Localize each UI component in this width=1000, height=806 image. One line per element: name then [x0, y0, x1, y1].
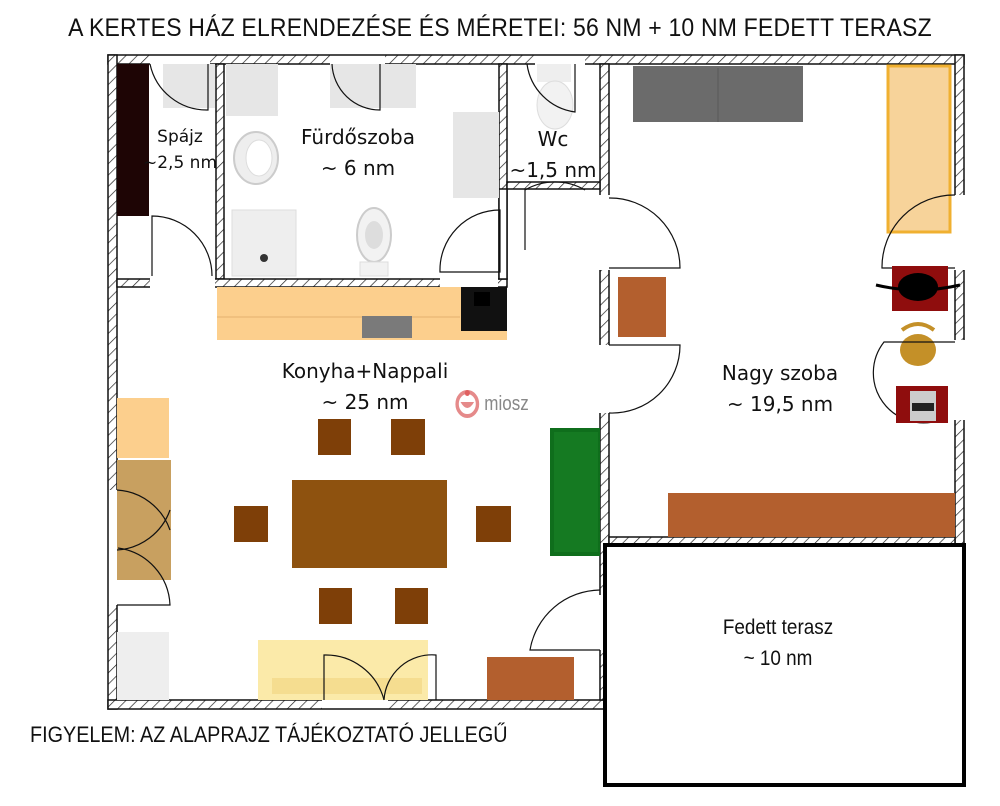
room-area: ~1,5 nm	[509, 158, 597, 182]
chair	[476, 506, 511, 542]
room-label-fedett-terasz: Fedett terasz ~ 10 nm	[688, 612, 868, 674]
dining-table	[292, 480, 447, 568]
room-label-konyha-nappali: Konyha+Nappali ~ 25 nm	[250, 356, 480, 418]
chair	[319, 588, 352, 624]
shower-tray-icon	[231, 209, 297, 277]
fridge	[117, 632, 169, 700]
kitchen-sink-icon	[362, 316, 412, 338]
room-area: ~2,5 nm	[142, 153, 218, 173]
watermark-text: miosz	[484, 392, 529, 415]
room-label-furdoszoba: Fürdőszoba ~ 6 nm	[268, 122, 448, 184]
sideboard	[487, 657, 574, 700]
room-name: Konyha+Nappali	[281, 359, 449, 383]
chair	[391, 419, 425, 455]
room-label-nagy-szoba: Nagy szoba ~ 19,5 nm	[680, 358, 880, 420]
chair	[234, 506, 268, 542]
room-name: Nagy szoba	[721, 361, 839, 385]
room-name: Fürdőszoba	[301, 125, 415, 149]
room-area: ~ 19,5 nm	[726, 392, 834, 416]
cabinet	[117, 398, 169, 458]
miosz-logo-icon	[455, 390, 480, 418]
room-name: Spájz	[157, 127, 203, 147]
wardrobe	[117, 460, 171, 580]
chair	[318, 419, 351, 455]
room-label-wc: Wc ~1,5 nm	[500, 124, 606, 186]
dresser	[668, 493, 955, 537]
lamp-icon	[898, 273, 938, 301]
room-area: ~ 25 nm	[321, 390, 409, 414]
bed	[886, 64, 952, 234]
room-area: ~ 6 nm	[320, 156, 396, 180]
room-name: Wc	[537, 127, 569, 151]
armchair	[900, 334, 936, 366]
pantry-shelf	[117, 64, 149, 216]
chair	[395, 588, 428, 624]
plan-title: A KERTES HÁZ ELRENDEZÉSE ÉS MÉRETEI: 56 …	[68, 14, 932, 42]
room-area: ~ 10 nm	[743, 647, 813, 670]
terrace-outline	[603, 543, 966, 787]
room-label-spajz: Spájz ~2,5 nm	[140, 124, 220, 176]
small-cabinet	[618, 277, 666, 337]
watermark: miosz	[452, 388, 529, 420]
room-name: Fedett terasz	[722, 616, 834, 639]
disclaimer-note: FIGYELEM: AZ ALAPRAJZ TÁJÉKOZTATÓ JELLEG…	[30, 722, 508, 747]
